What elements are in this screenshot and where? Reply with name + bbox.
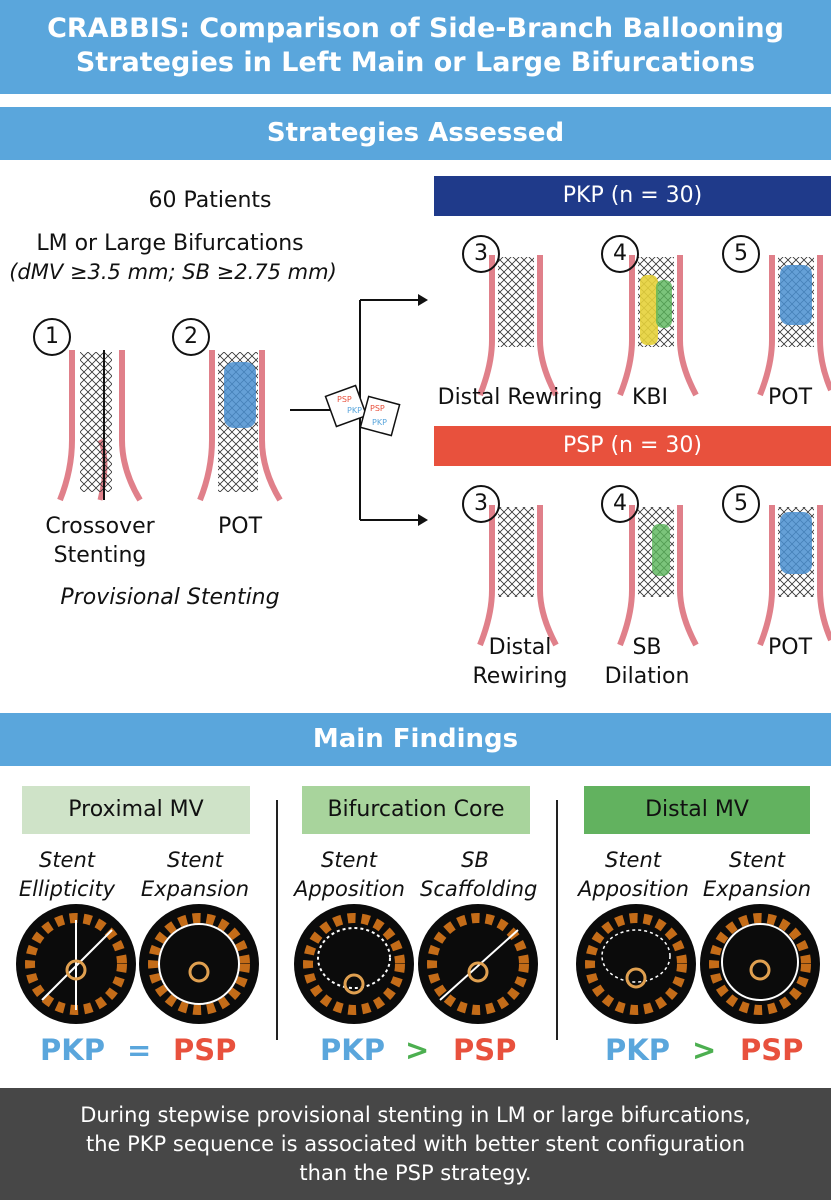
pkp-kbi-label: KBI xyxy=(631,385,668,410)
header-proximal-mv: Proximal MV xyxy=(22,786,250,834)
oct-sb-scaffolding xyxy=(418,904,538,1024)
figure-title: CRABBIS: Comparison of Side-Branch Ballo… xyxy=(0,0,831,94)
measure-line: Stent xyxy=(728,848,786,872)
crossover-line-1: Crossover xyxy=(45,514,155,539)
vessel-pkp-kbi xyxy=(617,255,699,397)
dice-label-4: PKP xyxy=(372,418,387,427)
pkp-step-3: 3 xyxy=(462,235,500,273)
cmp-pkp-distal: PKP xyxy=(605,1033,670,1067)
measure-expansion-distal: Stent Expansion xyxy=(702,846,812,904)
crossover-label: Crossover Stenting xyxy=(30,512,170,570)
cmp-psp-proximal: PSP xyxy=(173,1033,237,1067)
psp-step-4: 4 xyxy=(601,485,639,523)
criteria-label: (dMV ≥3.5 mm; SB ≥2.75 mm) xyxy=(9,260,337,284)
step-number-1: 1 xyxy=(33,318,71,356)
psp-rewiring-line-1: Distal xyxy=(488,635,552,660)
measure-ellipticity: Stent Ellipticity xyxy=(12,846,122,904)
measure-line: Scaffolding xyxy=(420,877,538,901)
vessel-pot xyxy=(197,350,283,502)
randomization-dice xyxy=(324,384,401,437)
title-line-1: CRABBIS: Comparison of Side-Branch Ballo… xyxy=(47,13,784,44)
conclusion-line-2: the PKP sequence is associated with bett… xyxy=(85,1132,746,1156)
measure-apposition-core: Stent Apposition xyxy=(294,846,405,904)
measure-sb-scaffolding: SB Scaffolding xyxy=(420,846,538,904)
conclusion-line-1: During stepwise provisional stenting in … xyxy=(80,1103,751,1127)
cmp-psp-core: PSP xyxy=(453,1033,517,1067)
dice-label-1: PSP xyxy=(337,395,352,404)
oct-ellipticity xyxy=(16,904,136,1024)
strategies-heading: Strategies Assessed xyxy=(0,107,831,160)
oct-expansion-prox xyxy=(139,904,259,1024)
measure-line: Stent xyxy=(38,848,96,872)
pkp-step-4: 4 xyxy=(601,235,639,273)
measure-expansion-prox: Stent Expansion xyxy=(140,846,250,904)
measure-line: Stent xyxy=(320,848,378,872)
vessel-pkp-rewiring xyxy=(477,255,559,397)
vessel-psp-rewiring xyxy=(477,505,559,647)
measure-line: Ellipticity xyxy=(18,877,116,901)
oct-apposition-distal xyxy=(576,904,696,1024)
oct-images xyxy=(16,904,820,1024)
population-label: LM or Large Bifurcations xyxy=(36,231,304,256)
title-line-2: Strategies in Left Main or Large Bifurca… xyxy=(75,47,756,78)
psp-sb-dilation-label: SB Dilation xyxy=(592,633,702,691)
cmp-op-core: > xyxy=(405,1033,430,1067)
cmp-op-proximal: = xyxy=(127,1033,152,1067)
vessel-crossover-stenting xyxy=(57,350,143,502)
vessel-psp-sb-dilation xyxy=(617,505,699,647)
vessel-psp-pot xyxy=(757,505,831,647)
cmp-pkp-proximal: PKP xyxy=(40,1033,105,1067)
psp-pot-label: POT xyxy=(767,635,813,660)
conclusion-box: During stepwise provisional stenting in … xyxy=(0,1088,831,1200)
psp-rewiring-line-2: Rewiring xyxy=(472,664,568,689)
psp-step-5: 5 xyxy=(722,485,760,523)
psp-sb-line-2: Dilation xyxy=(604,664,690,689)
dice-label-3: PSP xyxy=(370,404,385,413)
oct-expansion-distal xyxy=(700,904,820,1024)
findings-heading: Main Findings xyxy=(0,713,831,766)
crossover-line-2: Stenting xyxy=(53,543,147,568)
cmp-op-distal: > xyxy=(692,1033,717,1067)
psp-rewiring-label: Distal Rewiring xyxy=(460,633,580,691)
measure-apposition-distal: Stent Apposition xyxy=(578,846,689,904)
measure-line: Expansion xyxy=(702,877,812,901)
measure-line: Apposition xyxy=(294,877,405,901)
step-number-2: 2 xyxy=(172,318,210,356)
header-bifurcation-core: Bifurcation Core xyxy=(302,786,530,834)
measure-line: Stent xyxy=(166,848,224,872)
oct-apposition-core xyxy=(294,904,414,1024)
patients-count: 60 Patients xyxy=(148,188,272,213)
cmp-psp-distal: PSP xyxy=(740,1033,804,1067)
cmp-pkp-core: PKP xyxy=(320,1033,385,1067)
pkp-step-5: 5 xyxy=(722,235,760,273)
measure-line: Stent xyxy=(604,848,662,872)
pkp-pot-label: POT xyxy=(767,385,813,410)
vessel-pkp-pot xyxy=(757,255,831,397)
provisional-stenting-label: Provisional Stenting xyxy=(60,585,280,610)
measure-line: Expansion xyxy=(140,877,250,901)
pot-label: POT xyxy=(217,514,263,539)
pkp-arm-label: PKP (n = 30) xyxy=(434,176,831,216)
psp-step-3: 3 xyxy=(462,485,500,523)
psp-arm-label: PSP (n = 30) xyxy=(434,426,831,466)
psp-sb-line-1: SB xyxy=(632,635,662,660)
measure-line: SB xyxy=(461,848,489,872)
conclusion-line-3: than the PSP strategy. xyxy=(299,1161,532,1185)
measure-line: Apposition xyxy=(578,877,689,901)
pkp-rewiring-label: Distal Rewiring xyxy=(437,385,603,410)
header-distal-mv: Distal MV xyxy=(584,786,810,834)
dice-label-2: PKP xyxy=(347,406,362,415)
